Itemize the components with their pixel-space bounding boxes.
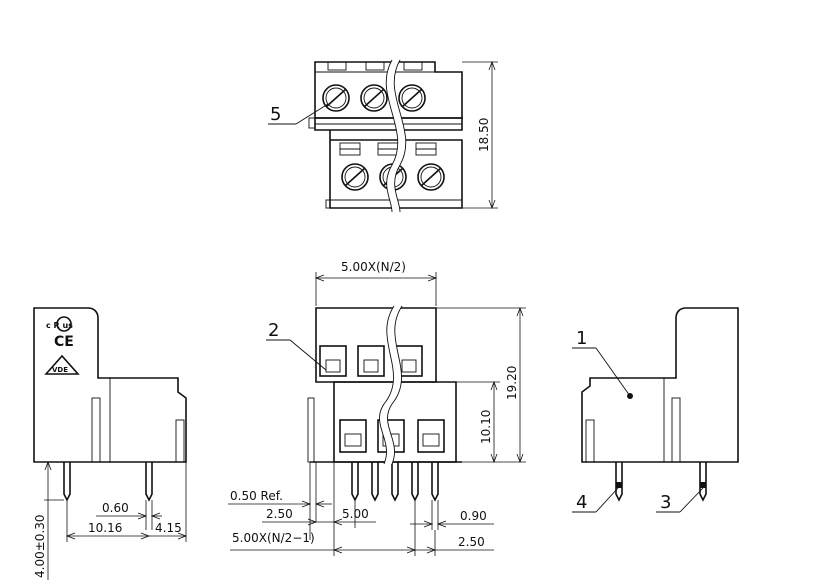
callout-2: 2 bbox=[268, 320, 279, 341]
screw-icon bbox=[322, 84, 350, 112]
dim-pin-to-edge: 4.15 bbox=[155, 521, 182, 535]
dim-pitch-span: 5.00X(N/2) bbox=[341, 260, 406, 274]
left-side-view: c R us CE VDE 4.00±0.30 0.60 10.16 bbox=[33, 307, 188, 580]
screw-icon bbox=[360, 84, 388, 112]
screw-icon bbox=[398, 84, 426, 112]
svg-text:c R us: c R us bbox=[46, 321, 73, 330]
dim-pitch: 5.00 bbox=[342, 507, 369, 521]
dim-lower-height: 10.10 bbox=[479, 410, 493, 444]
callout-5: 5 bbox=[270, 104, 281, 125]
top-view: 18.50 5 bbox=[268, 59, 498, 213]
svg-text:VDE: VDE bbox=[52, 366, 68, 374]
callout-1: 1 bbox=[576, 328, 587, 349]
dim-span-lower: 5.00X(N/2−1) bbox=[232, 531, 315, 545]
dim-pin-offset-ref: 0.50 Ref. bbox=[230, 489, 283, 503]
ce-mark-icon: CE bbox=[54, 334, 74, 350]
ul-mark-icon: c R us bbox=[46, 316, 73, 332]
right-side-view: 1 4 3 bbox=[572, 307, 739, 513]
dim-pin-width-side: 0.60 bbox=[102, 501, 129, 515]
dim-row-spacing: 10.16 bbox=[88, 521, 122, 535]
dim-pitch-right: 2.50 bbox=[458, 535, 485, 549]
dim-top-height: 18.50 bbox=[477, 118, 491, 152]
callout-3: 3 bbox=[660, 492, 671, 513]
dim-pitch-left: 2.50 bbox=[266, 507, 293, 521]
dim-overall-height: 19.20 bbox=[505, 366, 519, 400]
front-view: 5.00X(N/2) 19.20 10.10 2 0.50 Ref. 2.50 bbox=[228, 260, 526, 556]
dim-pin-width-front: 0.90 bbox=[460, 509, 487, 523]
screw-icon bbox=[341, 163, 369, 191]
screw-icon bbox=[417, 163, 445, 191]
vde-mark-icon: VDE bbox=[44, 354, 80, 375]
dim-pin-length: 4.00±0.30 bbox=[33, 515, 47, 579]
callout-4: 4 bbox=[576, 492, 587, 513]
svg-text:CE: CE bbox=[54, 334, 74, 350]
